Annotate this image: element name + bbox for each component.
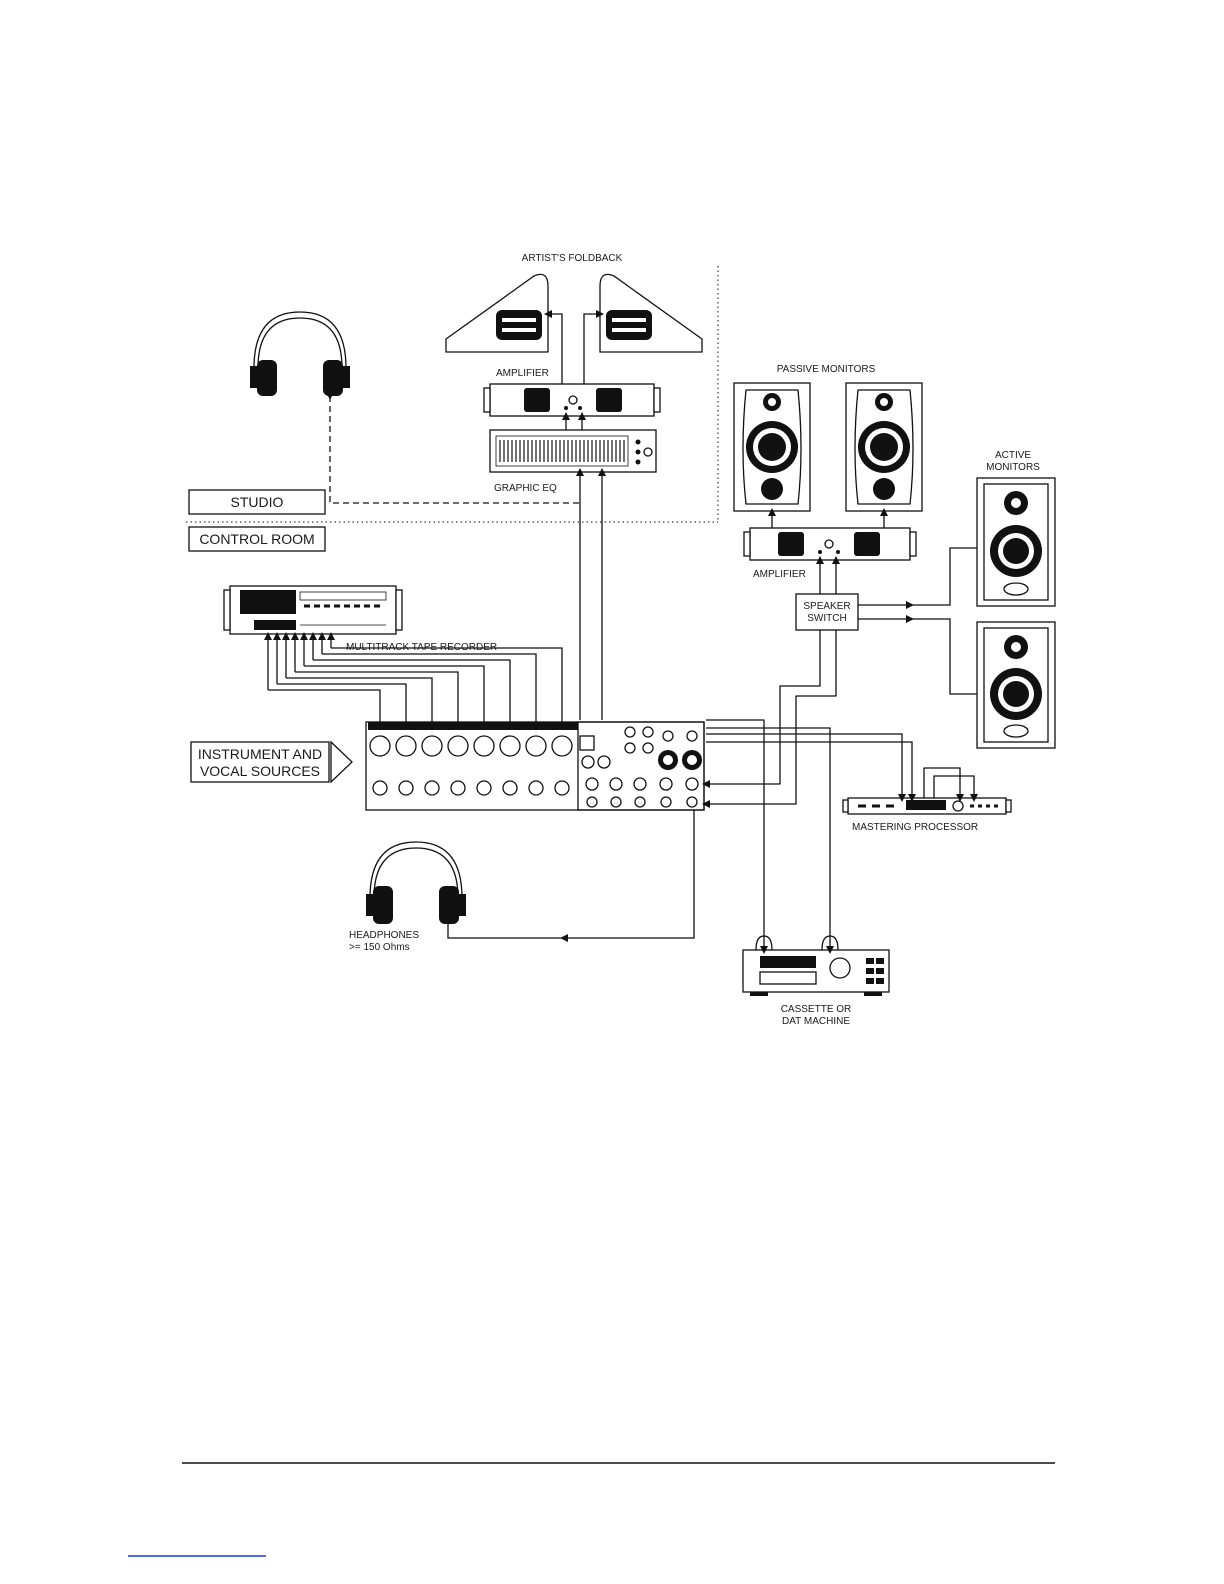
cassette-label-line1: CASSETTE OR: [781, 1004, 852, 1015]
svg-text:SWITCH: SWITCH: [807, 613, 846, 624]
instrument-vocal-sources-tag: INSTRUMENT AND VOCAL SOURCES: [191, 742, 352, 782]
svg-text:CONTROL ROOM: CONTROL ROOM: [199, 531, 314, 547]
mastering-label: MASTERING PROCESSOR: [852, 822, 978, 833]
foldback-wedge-right: [600, 274, 702, 352]
mixer-rear-panel: [366, 722, 704, 810]
graphic-eq-label: GRAPHIC EQ: [494, 483, 557, 494]
svg-text:VOCAL SOURCES: VOCAL SOURCES: [200, 763, 320, 779]
active-monitor-bottom: [977, 622, 1055, 748]
active-monitor-top: [977, 478, 1055, 606]
foldback-amplifier: [484, 384, 660, 416]
control-room-headphones-icon: [366, 842, 466, 924]
active-monitors-label-line2: MONITORS: [986, 462, 1040, 473]
headphones-impedance-label: >= 150 Ohms: [349, 942, 410, 953]
artists-foldback-label: ARTIST'S FOLDBACK: [522, 253, 623, 264]
headphones-label: HEADPHONES: [349, 930, 419, 941]
graphic-eq: [490, 430, 656, 472]
monitor-amplifier: [744, 528, 916, 560]
multitrack-tape-recorder: [224, 586, 402, 634]
passive-monitor-left: [734, 383, 810, 511]
amplifier-monitors-label: AMPLIFIER: [753, 569, 806, 580]
studio-headphones-icon: [250, 312, 350, 396]
passive-monitor-right: [846, 383, 922, 511]
cassette-dat-machine: [743, 950, 889, 996]
amplifier-top-label: AMPLIFIER: [496, 368, 549, 379]
speaker-switch: SPEAKER SWITCH: [796, 594, 858, 630]
svg-text:SPEAKER: SPEAKER: [803, 601, 850, 612]
studio-zone-tag: STUDIO: [189, 490, 325, 514]
svg-text:INSTRUMENT AND: INSTRUMENT AND: [198, 746, 322, 762]
active-monitors-label-line1: ACTIVE: [995, 450, 1031, 461]
foldback-wedge-left: [446, 274, 548, 352]
control-room-zone-tag: CONTROL ROOM: [189, 527, 325, 551]
passive-monitors-label: PASSIVE MONITORS: [777, 364, 876, 375]
cassette-label-line2: DAT MACHINE: [782, 1016, 850, 1027]
mastering-processor: [843, 798, 1011, 814]
svg-text:STUDIO: STUDIO: [231, 494, 284, 510]
